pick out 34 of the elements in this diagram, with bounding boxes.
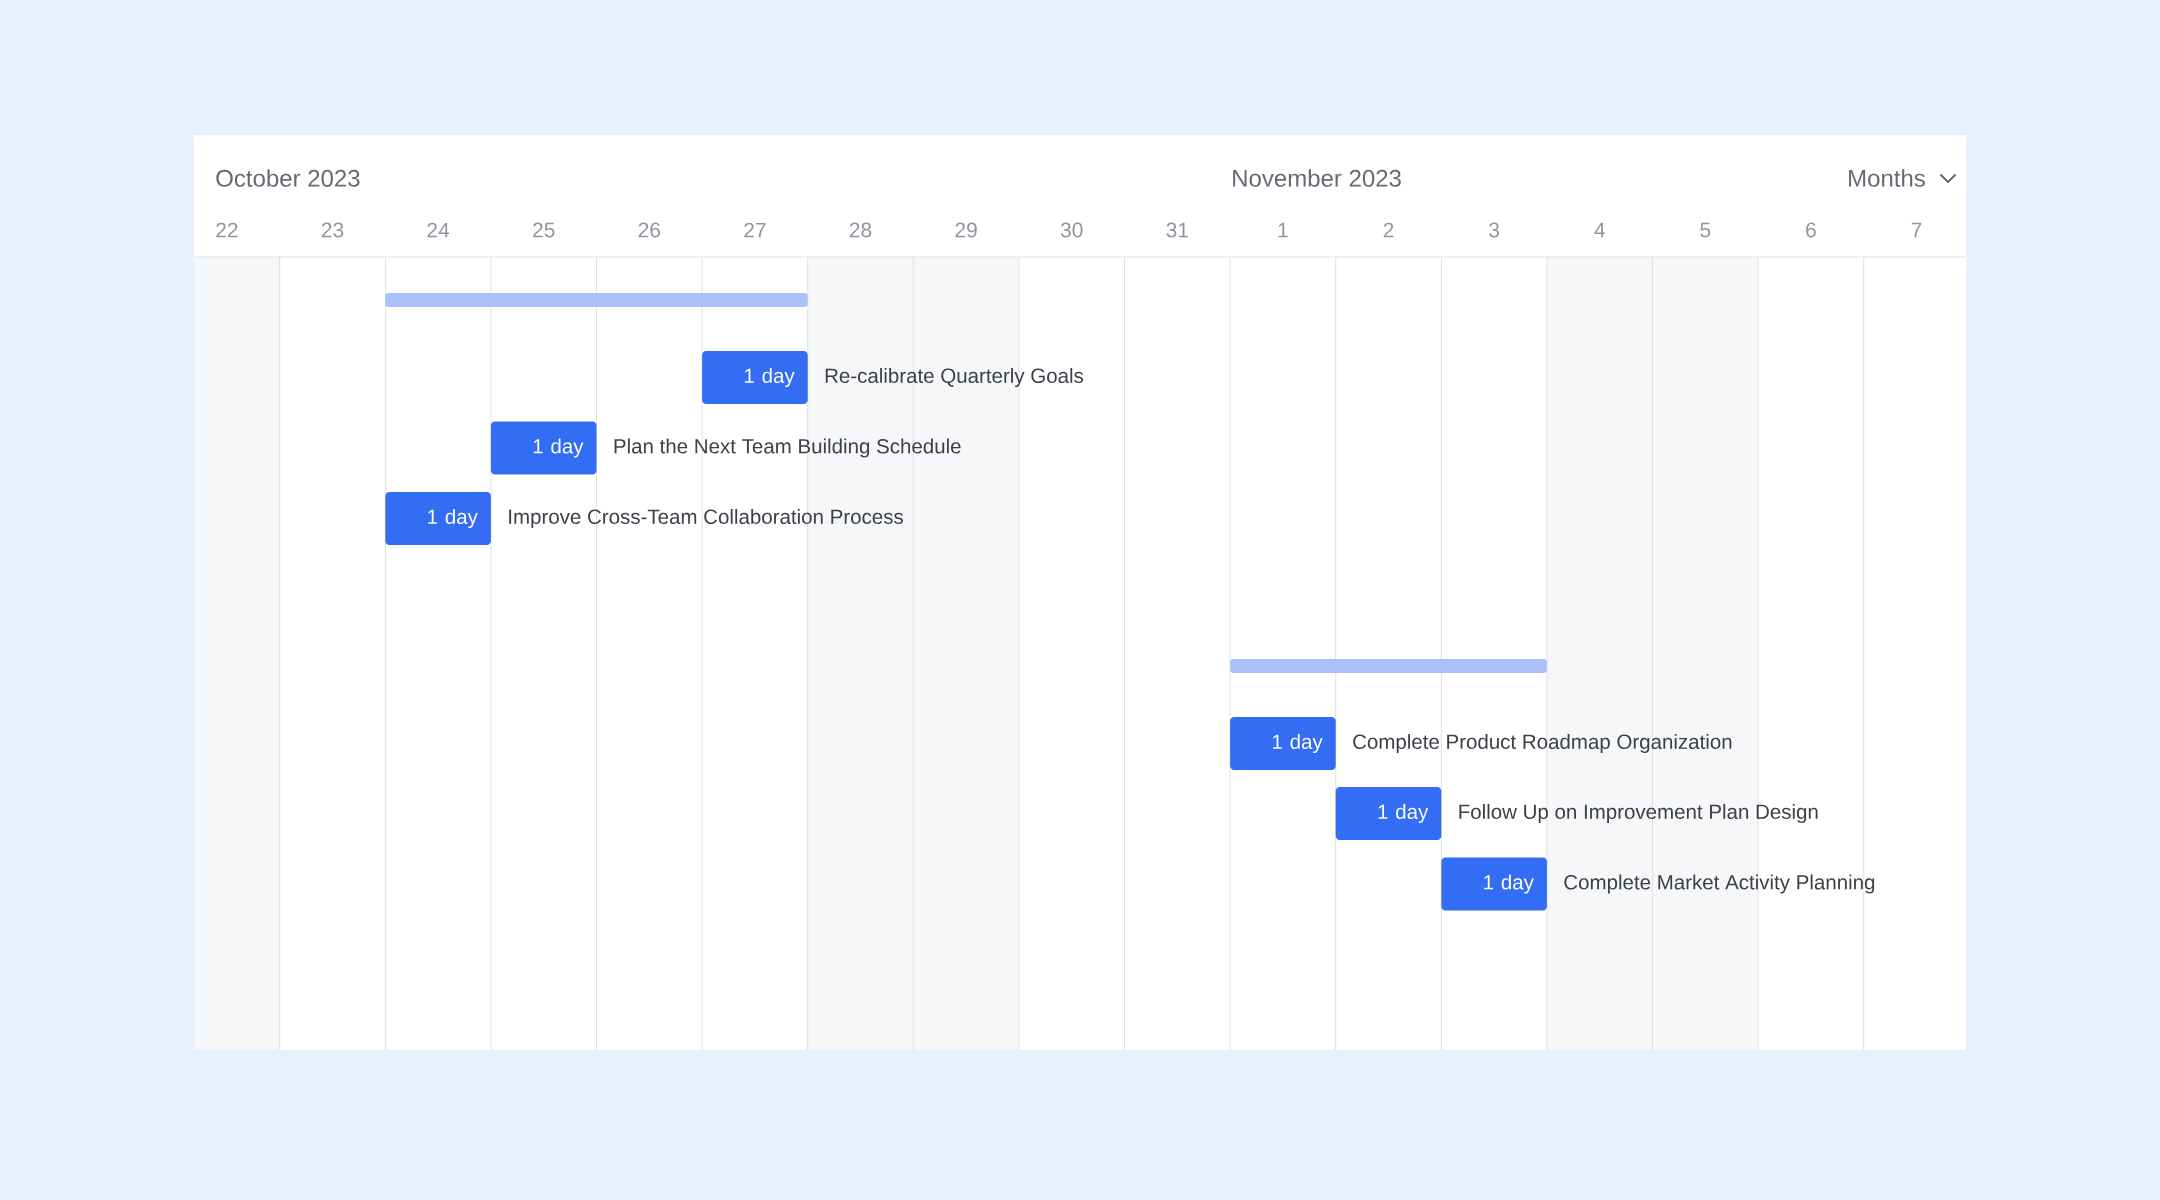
day-number: 29 (955, 222, 977, 238)
day-number: 31 (1166, 222, 1188, 238)
day-number: 22 (216, 222, 238, 238)
task-bar: 1 day (1335, 787, 1442, 840)
day-number: 30 (1060, 222, 1083, 238)
day-number: 24 (427, 222, 450, 238)
day-number: 1 (1278, 222, 1288, 238)
day-number: 23 (321, 222, 344, 238)
summary-bar (1230, 659, 1547, 673)
task-bar: 1 day (490, 421, 597, 475)
day-number: 28 (849, 222, 872, 238)
day-number: 4 (1594, 222, 1605, 238)
task-label: Follow Up on Improvement Plan Design (1459, 803, 1818, 824)
day-number: 7 (1911, 222, 1922, 238)
task-bar: 1 day (1230, 717, 1336, 770)
month-label: November 2023 (1233, 169, 1401, 187)
task-label: Complete Product Roadmap Organization (1353, 733, 1732, 754)
task-label: Re-calibrate Quarterly Goals (825, 367, 1084, 388)
day-number: 26 (638, 222, 661, 238)
task-label: Complete Market Activity Planning (1564, 874, 1875, 894)
month-label: October 2023 (216, 169, 360, 187)
task-bar: 1 day (702, 351, 808, 404)
day-number: 3 (1489, 222, 1500, 238)
task-bar: 1 day (1441, 857, 1547, 911)
task-label: Improve Cross-Team Collaboration Process (509, 508, 903, 529)
day-number: 5 (1700, 222, 1711, 238)
task-label: Plan the Next Team Building Schedule (614, 438, 961, 458)
view-label: Months (1849, 169, 1925, 187)
day-number: 6 (1806, 222, 1816, 238)
day-number: 2 (1383, 222, 1394, 238)
task-bar: 1 day (385, 492, 491, 545)
day-number: 25 (533, 222, 555, 238)
summary-bar (385, 293, 808, 307)
day-number: 27 (744, 222, 766, 238)
